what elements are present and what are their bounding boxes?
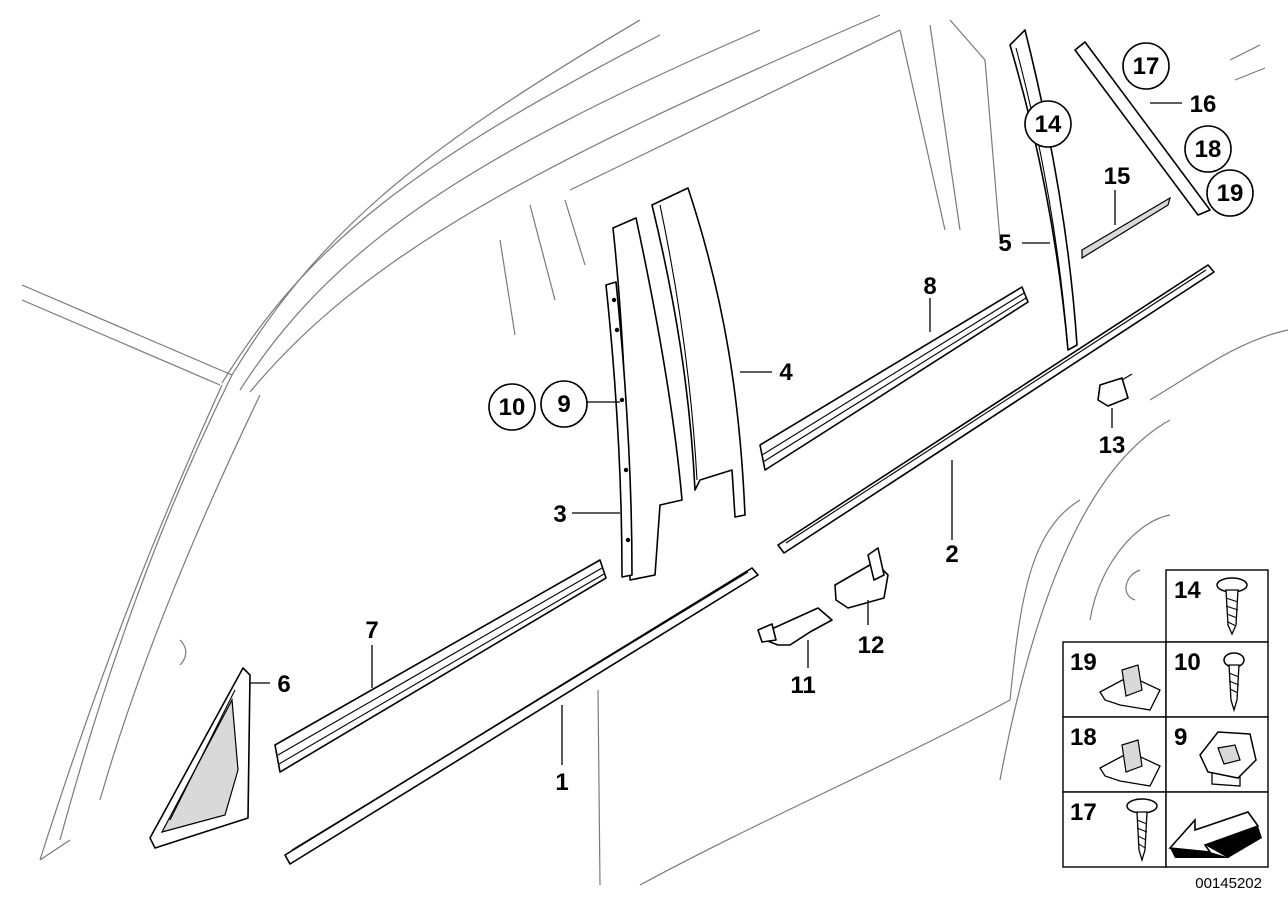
part-4-pillar-trim <box>651 187 746 518</box>
clip-19-icon <box>1099 664 1161 711</box>
screw-14-icon <box>1216 577 1248 636</box>
part-7-door-strip <box>274 559 607 773</box>
callout-14: 14 <box>1035 111 1062 138</box>
drawing-code: 00145202 <box>1195 875 1262 892</box>
callout-17: 17 <box>1133 53 1160 80</box>
part-1-strip <box>284 567 759 865</box>
part-16-strip <box>1074 41 1211 216</box>
clip-18-icon <box>1099 739 1161 787</box>
part-6-mirror-triangle <box>149 667 251 849</box>
part-11-clip <box>757 607 833 646</box>
callout-4: 4 <box>779 359 793 386</box>
callout-1: 1 <box>555 769 568 796</box>
screw-10-icon <box>1223 652 1245 713</box>
nut-9-icon <box>1199 731 1257 787</box>
part-9-mounting-rail <box>605 281 633 578</box>
legend-label-17: 17 <box>1070 799 1097 826</box>
callout-5: 5 <box>998 230 1011 257</box>
callout-3: 3 <box>553 501 566 528</box>
car-body-outline <box>21 14 1288 886</box>
part-2-sill-strip <box>777 264 1215 554</box>
legend-label-18: 18 <box>1070 724 1097 751</box>
callout-13: 13 <box>1099 432 1126 459</box>
leader-lines <box>250 102 1182 765</box>
callout-6: 6 <box>277 671 290 698</box>
callout-16: 16 <box>1190 91 1217 118</box>
part-13-clip <box>1097 373 1133 407</box>
callout-labels: 1 2 3 4 5 6 7 8 11 12 13 15 16 <box>277 91 1216 796</box>
screw-17-icon <box>1126 798 1158 863</box>
legend-label-14: 14 <box>1174 577 1201 604</box>
part-12-clip <box>834 547 889 609</box>
legend-label-10: 10 <box>1174 649 1201 676</box>
callout-9: 9 <box>557 391 570 418</box>
callout-10: 10 <box>499 394 526 421</box>
callout-18: 18 <box>1195 136 1222 163</box>
callout-19: 19 <box>1217 180 1244 207</box>
callout-2: 2 <box>945 541 958 568</box>
callout-11: 11 <box>790 672 815 699</box>
direction-arrow-icon <box>1168 811 1262 858</box>
legend-label-19: 19 <box>1070 649 1097 676</box>
legend-label-9: 9 <box>1174 724 1187 751</box>
callout-15: 15 <box>1104 163 1131 190</box>
circled-callouts: 10 9 14 17 18 19 <box>488 42 1254 431</box>
callout-8: 8 <box>923 273 936 300</box>
part-8-rear-door-strip <box>759 286 1029 471</box>
fastener-legend: 14 19 10 18 9 <box>1062 569 1269 868</box>
callout-7: 7 <box>365 617 378 644</box>
part-15-strip <box>1081 196 1171 260</box>
callout-12: 12 <box>858 632 885 659</box>
